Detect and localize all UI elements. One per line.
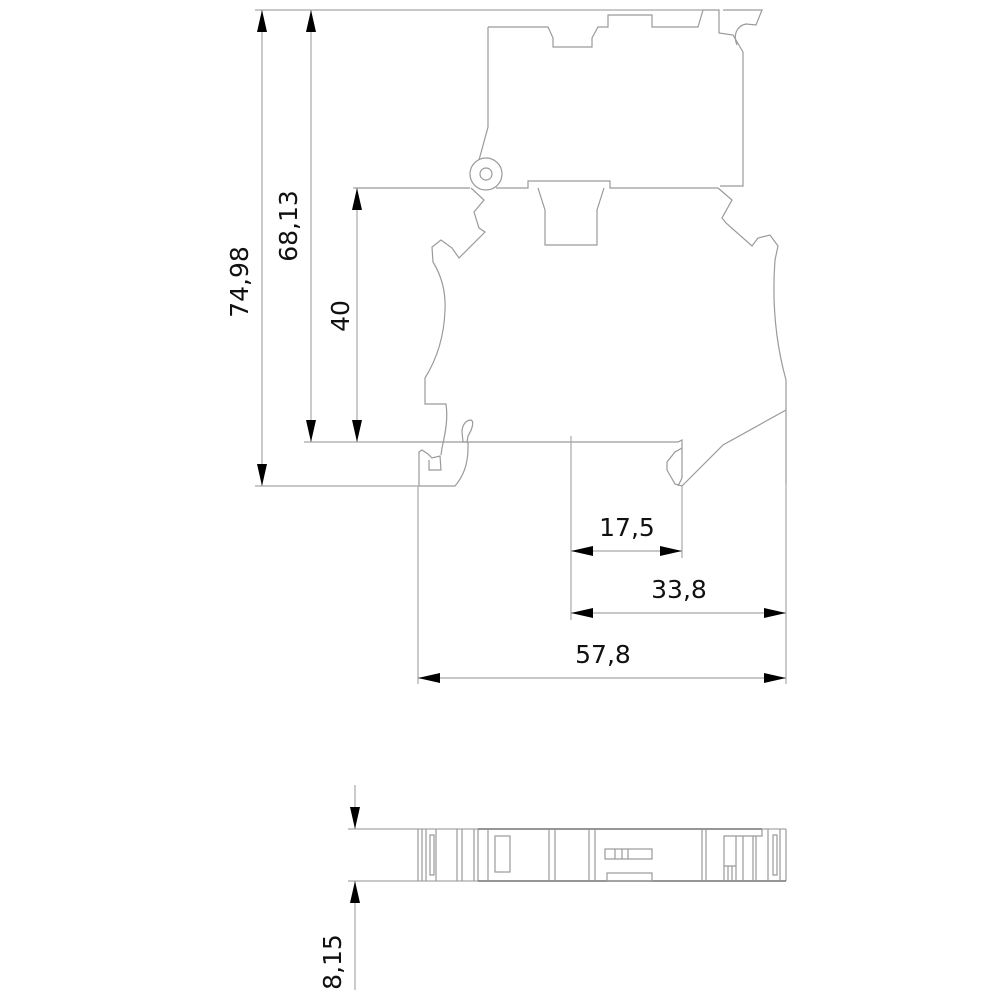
dim-overall-width: 57,8 [575, 640, 631, 669]
dim-overall-height: 74,98 [225, 246, 254, 318]
dim-offset-33-8: 33,8 [651, 575, 707, 604]
top-view-part-outline [348, 828, 787, 882]
side-view-dimension-lines [255, 9, 787, 684]
dim-height-above-rail-top: 68,13 [274, 190, 303, 262]
dim-height-above-rail: 40 [326, 300, 355, 332]
pivot-hole [479, 167, 493, 181]
dim-offset-17-5: 17,5 [599, 513, 655, 542]
pivot-circle [469, 157, 503, 191]
side-view-part-outline [355, 9, 787, 487]
side-view-dimension-text: 74,98 68,13 40 17,5 33,8 57,8 [225, 190, 707, 669]
top-view-dimension-lines [350, 785, 360, 990]
top-view-window [494, 835, 511, 873]
dim-thickness: 8,15 [318, 934, 347, 990]
top-view-bottom-slot [606, 872, 653, 882]
